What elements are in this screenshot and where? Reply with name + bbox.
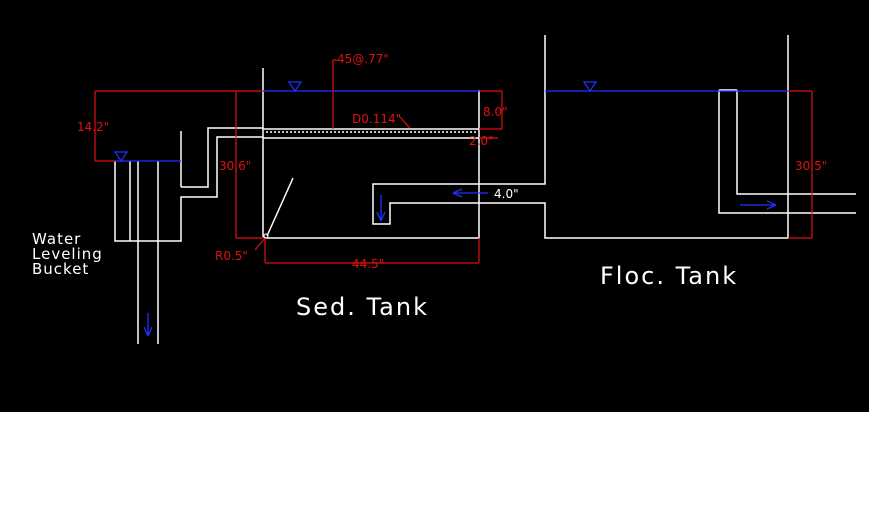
arrow-icon (452, 188, 488, 198)
flow-arrows (143, 188, 777, 337)
dimension-labels: 45@.77" 14.2" 30.6" 8.0" 2.0" D0.114" 4.… (77, 52, 827, 271)
sed-tank-title: Sed. Tank (296, 293, 429, 321)
floc-height-dim (788, 90, 813, 239)
arrow-icon (740, 200, 777, 210)
settling-plate (266, 177, 294, 237)
sed-length-label: 44.5" (352, 257, 384, 271)
structure-outlines (114, 35, 856, 344)
bucket-drop-label: 14.2" (77, 120, 109, 134)
bucket-label-line2: Leveling (32, 245, 103, 263)
inlet-channel (372, 35, 789, 239)
arrow-icon (143, 313, 153, 337)
floc-height-label: 30.5" (795, 159, 827, 173)
triangle-down-icon (582, 81, 598, 93)
plate-settler-box (263, 128, 479, 139)
bucket-left-wall (114, 136, 263, 242)
triangle-down-icon (287, 81, 303, 93)
corner-radius-label: R0.5" (215, 249, 248, 263)
sed-height-dim (235, 91, 263, 239)
cad-drawing-canvas: 45@.77" 14.2" 30.6" 8.0" 2.0" D0.114" 4.… (0, 0, 869, 412)
plate-spacing-leader (332, 59, 337, 129)
sed-length-dim (264, 238, 480, 264)
water-surfaces (113, 81, 788, 163)
corner-radius-point (263, 233, 269, 239)
orifice-leader (399, 116, 411, 129)
bucket-label-line3: Bucket (32, 260, 89, 278)
component-titles: Water Leveling Bucket Sed. Tank Floc. Ta… (32, 230, 738, 321)
floc-tank-title: Floc. Tank (600, 262, 738, 290)
floc-baffle (718, 89, 856, 214)
top-depth-label: 8.0" (483, 105, 508, 119)
orifice-diameter-label: D0.114" (352, 112, 401, 126)
sed-height-label: 30.6" (219, 159, 251, 173)
corner-radius-leader (254, 236, 267, 251)
plate-depth-label: 2.0" (469, 134, 494, 148)
triangle-down-icon (113, 151, 129, 163)
channel-width-label: 4.0" (494, 187, 519, 201)
sedimentation-diagram: 45@.77" 14.2" 30.6" 8.0" 2.0" D0.114" 4.… (32, 35, 856, 344)
top-depth-dim (479, 90, 503, 130)
plate-spacing-label: 45@.77" (337, 52, 389, 66)
bucket-drop-dim (94, 90, 263, 162)
arrow-icon (376, 195, 386, 222)
bucket-label-line1: Water (32, 230, 81, 248)
blank-lower-area (0, 412, 869, 512)
dimension-lines (94, 59, 813, 264)
